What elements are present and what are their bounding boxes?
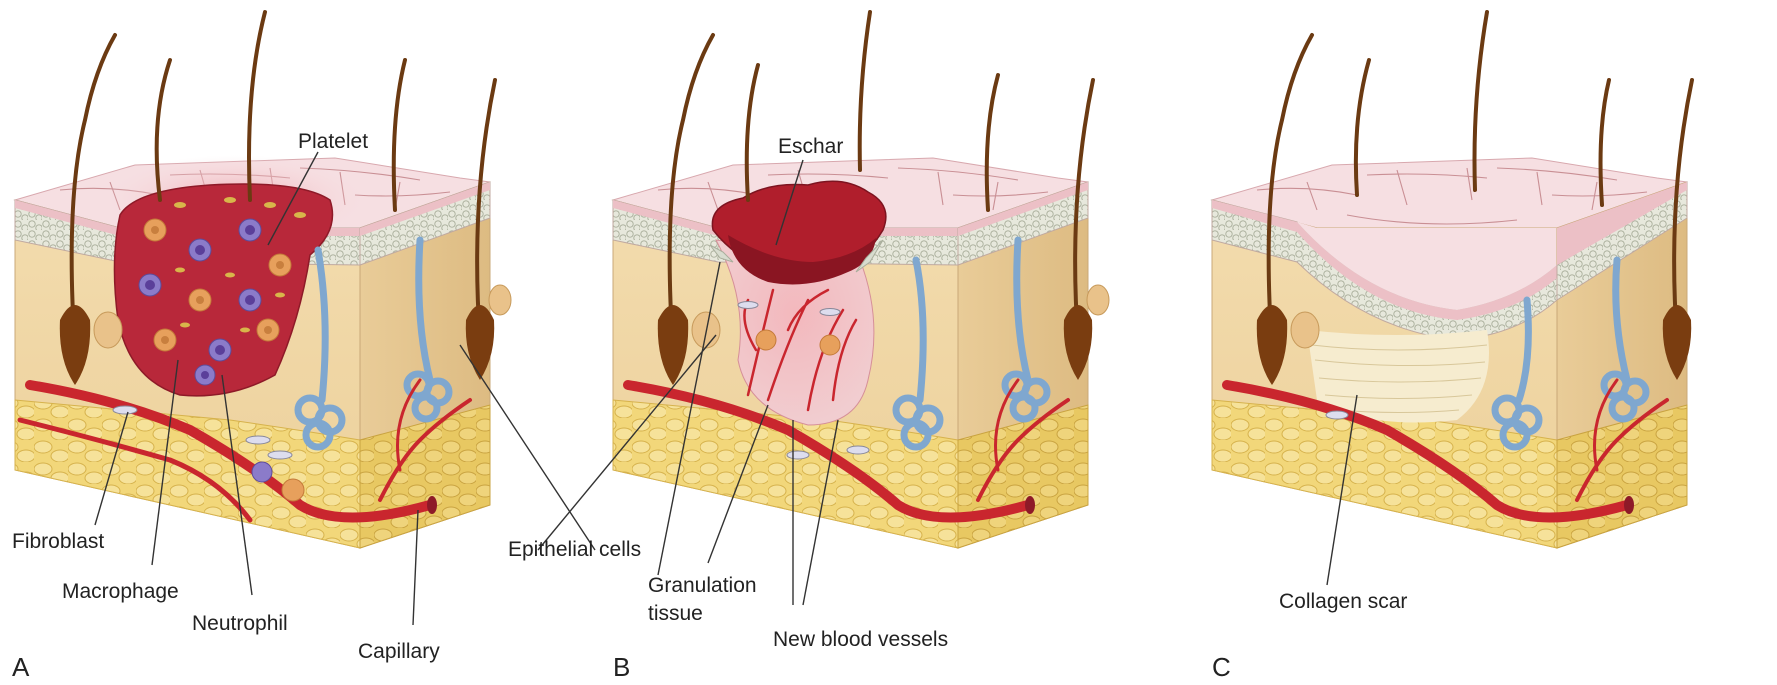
panel-b: Eschar Epithelial cells Granulation tiss… — [508, 12, 1109, 682]
label-macrophage: Macrophage — [62, 580, 179, 603]
panel-letter-c: C — [1212, 652, 1231, 682]
panel-letter-a: A — [12, 652, 30, 682]
label-capillary: Capillary — [358, 640, 440, 663]
label-epithelial-cells: Epithelial cells — [508, 538, 641, 561]
label-collagen-scar: Collagen scar — [1279, 590, 1407, 613]
label-fibroblast: Fibroblast — [12, 530, 104, 553]
panel-c: Collagen scar C — [1212, 12, 1692, 682]
label-granulation-line2: tissue — [648, 602, 703, 625]
label-granulation-line1: Granulation — [648, 574, 757, 597]
label-new-blood-vessels: New blood vessels — [773, 628, 948, 651]
panel-letter-b: B — [613, 652, 630, 682]
label-neutrophil: Neutrophil — [192, 612, 288, 635]
panel-a: Platelet Fibroblast Macrophage Neutrophi… — [12, 12, 595, 682]
label-eschar: Eschar — [778, 135, 843, 158]
label-platelet: Platelet — [298, 130, 368, 153]
